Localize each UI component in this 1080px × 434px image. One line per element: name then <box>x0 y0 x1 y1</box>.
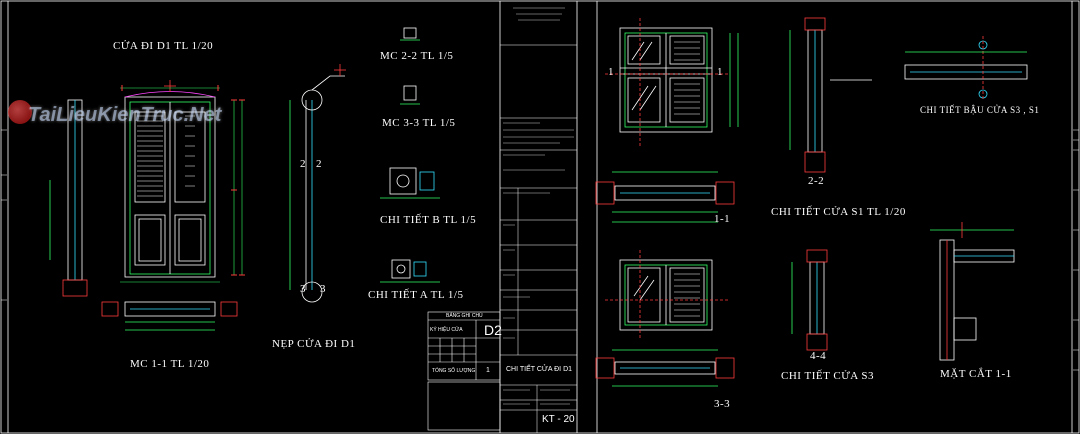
label-nep-cua: NẸP CỬA ĐI D1 <box>272 338 356 350</box>
mat-cat-11-section <box>930 222 1015 361</box>
mark-1-right: 1 <box>717 66 723 78</box>
notes-table <box>427 311 501 431</box>
title-block-sheet-number: KT - 20 <box>542 414 575 425</box>
mc-11-section <box>101 301 238 331</box>
mc-22-part <box>400 27 420 105</box>
window-s1-louvers <box>674 41 700 115</box>
window-s3-louvers <box>674 273 700 317</box>
label-section-44: 4-4 <box>810 350 827 362</box>
label-mc-33: MC 3-3 TL 1/5 <box>382 117 456 129</box>
door-side-section <box>49 99 88 297</box>
label-section-22: 2-2 <box>808 175 825 187</box>
notes-table-kyhieu-value: D2 <box>484 322 502 338</box>
window-s1-elevation <box>605 18 739 148</box>
title-block-drawing-name: CHI TIẾT CỬA ĐI D1 <box>506 366 573 373</box>
window-s1-section-22 <box>789 17 872 173</box>
notes-table-tong-label: TỔNG SỐ LƯỢNG <box>432 368 476 374</box>
label-chi-tiet-s3: CHI TIẾT CỬA S3 <box>781 370 874 382</box>
door-d1-elevation <box>124 80 216 278</box>
dimension-ticks-d1 <box>121 85 245 276</box>
notes-table-kyhieu-label: KÝ HIỆU CỬA <box>430 327 463 333</box>
label-chi-tiet-b: CHI TIẾT B TL 1/5 <box>380 214 477 226</box>
watermark-logo <box>8 100 32 124</box>
nep-cua-profile <box>289 64 346 303</box>
watermark-text: TaiLieuKienTruc.Net <box>28 104 222 126</box>
label-bau-cua: CHI TIẾT BẬU CỬA S3 , S1 <box>920 105 1040 115</box>
notes-table-title: BẢNG GHI CHÚ <box>446 313 483 319</box>
window-s3-section-44 <box>791 249 828 351</box>
door-d1-louvers <box>137 115 195 197</box>
window-s3-elevation <box>605 250 728 340</box>
window-s1-section-11 <box>595 171 735 223</box>
label-section-11: 1-1 <box>714 213 731 225</box>
mark-2-left: 2 <box>300 158 306 170</box>
mark-3-right: 3 <box>320 283 326 295</box>
label-mc-11: MC 1-1 TL 1/20 <box>130 358 210 370</box>
right-border-marks <box>1 129 1079 371</box>
chi-tiet-b-part <box>380 167 440 199</box>
window-s3-section-33 <box>595 349 735 387</box>
title-block-scribbles <box>503 7 574 405</box>
label-mc-22: MC 2-2 TL 1/5 <box>380 50 454 62</box>
mark-3-left: 3 <box>300 283 306 295</box>
notes-table-tong-value: 1 <box>486 367 490 374</box>
window-sill-detail <box>904 36 1028 100</box>
mark-1-left: 1 <box>608 66 614 78</box>
label-chi-tiet-s1: CHI TIẾT CỬA S1 TL 1/20 <box>771 206 906 218</box>
title-block-lines <box>500 44 577 433</box>
label-section-33: 3-3 <box>714 398 731 410</box>
label-door-d1: CỬA ĐI D1 TL 1/20 <box>113 40 214 52</box>
dimension-lines-d1 <box>120 87 243 283</box>
label-chi-tiet-a: CHI TIẾT A TL 1/5 <box>368 289 464 301</box>
label-mat-cat-11: MẶT CẮT 1-1 <box>940 368 1012 380</box>
chi-tiet-a-part <box>380 259 440 283</box>
mark-2-right: 2 <box>316 158 322 170</box>
